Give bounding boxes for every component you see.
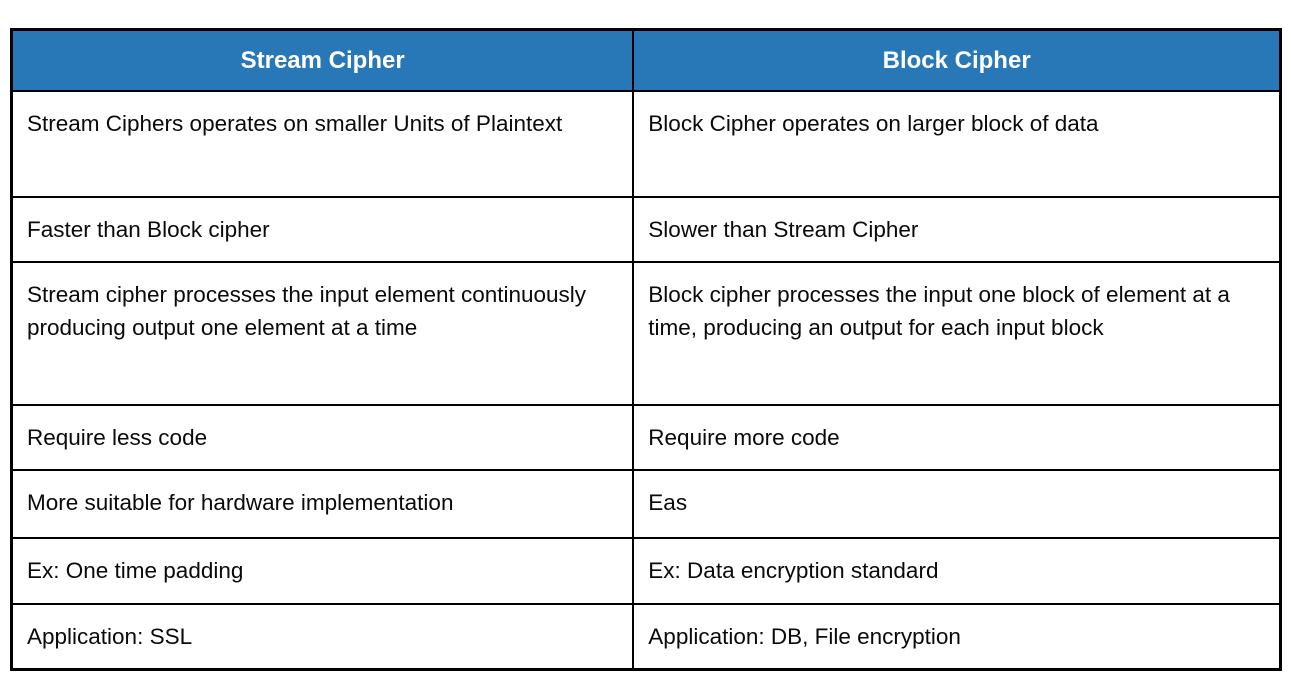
table-row: Faster than Block cipher Slower than Str… <box>10 196 1282 263</box>
cell-block-suitability: Eas <box>632 469 1282 539</box>
cell-block-units: Block Cipher operates on larger block of… <box>632 90 1282 198</box>
cipher-comparison-table: Stream Cipher Block Cipher Stream Cipher… <box>10 28 1282 671</box>
cell-stream-units: Stream Ciphers operates on smaller Units… <box>10 90 635 198</box>
header-row: Stream Cipher Block Cipher <box>10 28 1282 92</box>
table-row: More suitable for hardware implementatio… <box>10 469 1282 539</box>
table-header: Stream Cipher Block Cipher <box>10 28 1282 92</box>
table-row: Application: SSL Application: DB, File e… <box>10 603 1282 671</box>
table-row: Ex: One time padding Ex: Data encryption… <box>10 537 1282 605</box>
table-row: Stream cipher processes the input elemen… <box>10 261 1282 406</box>
table-row: Require less code Require more code <box>10 404 1282 471</box>
table-body: Stream Ciphers operates on smaller Units… <box>10 90 1282 671</box>
cell-block-code: Require more code <box>632 404 1282 471</box>
cell-stream-speed: Faster than Block cipher <box>10 196 635 263</box>
cell-stream-example: Ex: One time padding <box>10 537 635 605</box>
cell-stream-suitability: More suitable for hardware implementatio… <box>10 469 635 539</box>
column-header-stream-cipher: Stream Cipher <box>10 28 635 92</box>
cell-block-speed: Slower than Stream Cipher <box>632 196 1282 263</box>
cell-block-example: Ex: Data encryption standard <box>632 537 1282 605</box>
column-header-block-cipher: Block Cipher <box>632 28 1282 92</box>
cell-stream-application: Application: SSL <box>10 603 635 671</box>
table-row: Stream Ciphers operates on smaller Units… <box>10 90 1282 198</box>
cell-block-processing: Block cipher processes the input one blo… <box>632 261 1282 406</box>
cell-block-application: Application: DB, File encryption <box>632 603 1282 671</box>
cell-stream-processing: Stream cipher processes the input elemen… <box>10 261 635 406</box>
cell-stream-code: Require less code <box>10 404 635 471</box>
